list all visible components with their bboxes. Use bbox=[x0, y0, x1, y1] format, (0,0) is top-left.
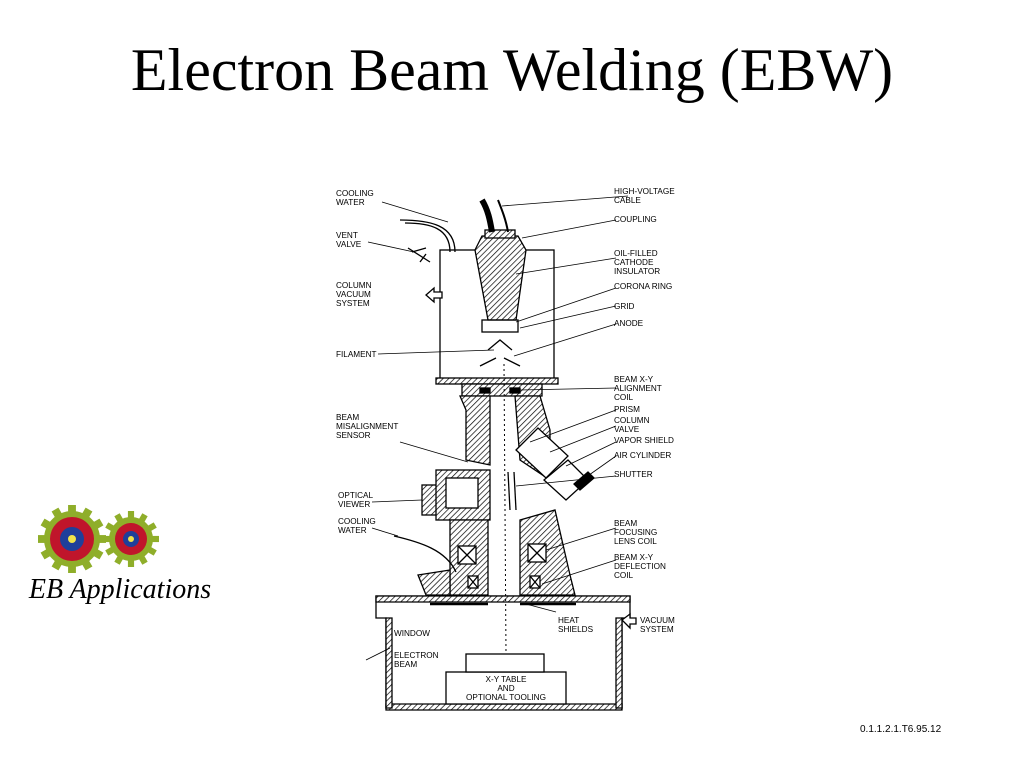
filament-shape bbox=[487, 339, 513, 351]
label-heat-shields-l1: HEAT bbox=[558, 616, 579, 625]
slide-title: Electron Beam Welding (EBW) bbox=[130, 37, 894, 103]
label-deflection-coil-l1: BEAM X-Y bbox=[614, 553, 654, 562]
label-prism: PRISM bbox=[614, 405, 640, 414]
slide-number: 0.1.1.2.1.T6.95.12 bbox=[860, 724, 942, 735]
label-vent-valve-l1: VENT bbox=[336, 231, 358, 240]
label-xy-table-l2: AND bbox=[497, 684, 514, 693]
label-optical-viewer-l2: VIEWER bbox=[338, 500, 370, 509]
gear-tooth bbox=[68, 505, 76, 514]
high-voltage-cable bbox=[479, 198, 495, 233]
gear-small-icon bbox=[103, 511, 159, 567]
cathode-insulator bbox=[474, 235, 527, 321]
label-window: WINDOW bbox=[394, 629, 430, 638]
label-alignment-coil-l3: COIL bbox=[614, 393, 634, 402]
label-misalignment-l3: SENSOR bbox=[336, 431, 371, 440]
label-column-vacuum-l2: VACUUM bbox=[336, 290, 371, 299]
label-anode: ANODE bbox=[614, 319, 644, 328]
gears-logo-icon bbox=[38, 505, 159, 573]
gear-tooth bbox=[127, 511, 135, 520]
label-misalignment-l1: BEAM bbox=[336, 413, 359, 422]
label-vacuum-system-l1: VACUUM bbox=[640, 616, 675, 625]
gear-large-icon bbox=[38, 505, 106, 573]
grid bbox=[481, 319, 519, 333]
gear-large-dot bbox=[68, 535, 76, 543]
column-valve bbox=[515, 427, 569, 479]
label-vapor-shield: VAPOR SHIELD bbox=[614, 436, 674, 445]
column-vacuum-arrow bbox=[425, 286, 443, 304]
label-focusing-coil-l2: FOCUSING bbox=[614, 528, 657, 537]
label-insulator-l2: CATHODE bbox=[614, 258, 654, 267]
label-heat-shields-l2: SHIELDS bbox=[558, 625, 594, 634]
label-focusing-coil-l1: BEAM bbox=[614, 519, 637, 528]
gear-small-dot bbox=[128, 536, 134, 542]
label-electron-beam-l2: BEAM bbox=[394, 660, 417, 669]
column-body bbox=[459, 395, 491, 466]
label-insulator-l1: OIL-FILLED bbox=[614, 249, 658, 258]
label-cooling-water-top-l2: WATER bbox=[336, 198, 365, 207]
label-cooling-water-top-l1: COOLING bbox=[336, 189, 374, 198]
gear-tooth bbox=[127, 558, 135, 567]
label-hv-cable-l1: HIGH-VOLTAGE bbox=[614, 187, 675, 196]
label-column-valve-l1: COLUMN bbox=[614, 416, 650, 425]
machine-drawing bbox=[375, 198, 637, 711]
label-coupling: COUPLING bbox=[614, 215, 657, 224]
vacuum-system-arrow bbox=[621, 612, 637, 630]
label-cooling-water-bottom-l1: COOLING bbox=[338, 517, 376, 526]
label-hv-cable-l2: CABLE bbox=[614, 196, 641, 205]
label-deflection-coil-l2: DEFLECTION bbox=[614, 562, 666, 571]
leader-lines bbox=[365, 195, 629, 661]
label-focusing-coil-l3: LENS COIL bbox=[614, 537, 657, 546]
label-column-valve-l2: VALVE bbox=[614, 425, 640, 434]
label-alignment-coil-l2: ALIGNMENT bbox=[614, 384, 662, 393]
label-xy-table-l1: X-Y TABLE bbox=[486, 675, 527, 684]
label-misalignment-l2: MISALIGNMENT bbox=[336, 422, 398, 431]
electron-beam bbox=[503, 363, 507, 655]
gear-tooth bbox=[68, 564, 76, 573]
label-optical-viewer-l1: OPTICAL bbox=[338, 491, 373, 500]
label-column-vacuum-l1: COLUMN bbox=[336, 281, 372, 290]
label-vent-valve-l2: VALVE bbox=[336, 240, 362, 249]
label-air-cylinder: AIR CYLINDER bbox=[614, 451, 671, 460]
label-grid: GRID bbox=[614, 302, 635, 311]
vent-valve bbox=[407, 247, 431, 263]
label-alignment-coil-l1: BEAM X-Y bbox=[614, 375, 654, 384]
label-vacuum-system-l2: SYSTEM bbox=[640, 625, 674, 634]
label-column-vacuum-l3: SYSTEM bbox=[336, 299, 370, 308]
label-electron-beam-l1: ELECTRON bbox=[394, 651, 439, 660]
label-deflection-coil-l3: COIL bbox=[614, 571, 634, 580]
label-xy-table-l3: OPTIONAL TOOLING bbox=[466, 693, 546, 702]
label-cooling-water-bottom-l2: WATER bbox=[338, 526, 367, 535]
anode bbox=[479, 357, 521, 367]
label-shutter: SHUTTER bbox=[614, 470, 653, 479]
label-insulator-l3: INSULATOR bbox=[614, 267, 660, 276]
label-filament: FILAMENT bbox=[336, 350, 377, 359]
eb-applications-label: EB Applications bbox=[28, 574, 212, 605]
label-corona-ring: CORONA RING bbox=[614, 282, 672, 291]
